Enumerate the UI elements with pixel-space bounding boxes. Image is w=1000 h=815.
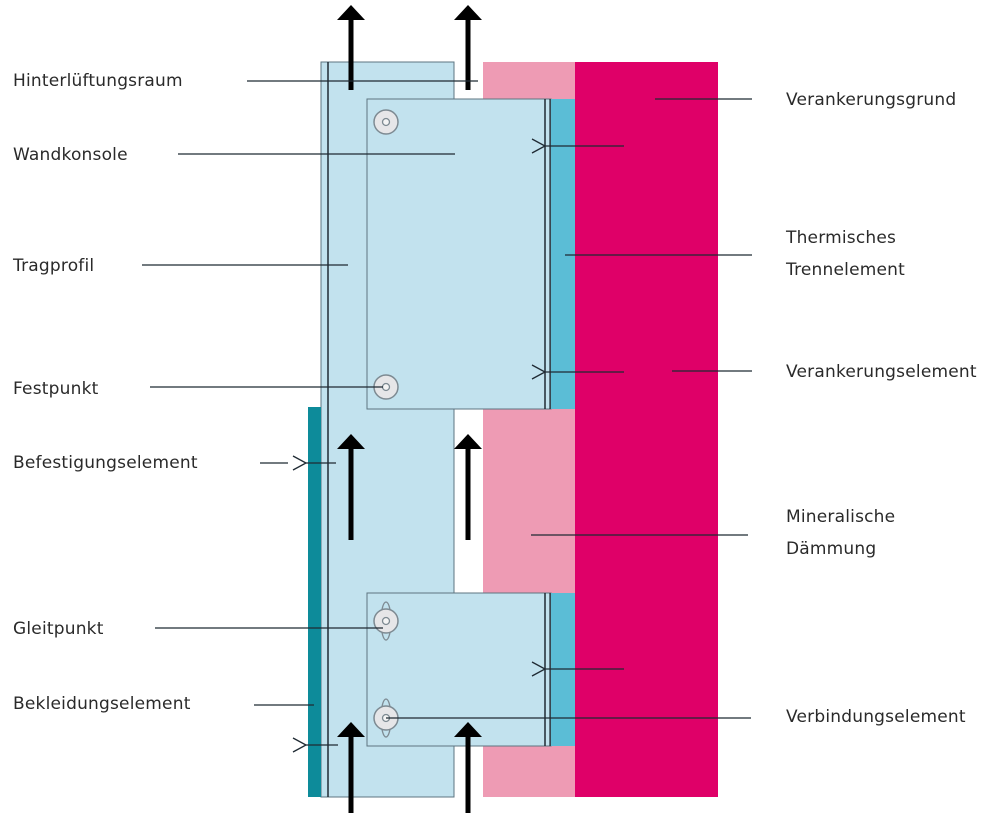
wandkonsole-upper [366,98,552,410]
airflow-arrows [337,5,482,813]
chevron-bekleidung-lower-icon [292,737,308,753]
label-festpunkt: Festpunkt [13,379,99,399]
arrow-head [337,434,365,449]
label-bekleidungselement: Bekleidungselement [13,694,191,714]
label-verankerungsgrund: Verankerungsgrund [786,90,957,110]
label-thermisches-line-1: Thermisches [786,228,897,248]
airflow-arrow-bottom-left-icon [337,722,365,813]
label-thermisches-line-2: Trennelement [786,260,906,280]
daemmung-bottom [483,746,575,797]
fixpoint-upper-icon [373,109,399,135]
label-tragprofil: Tragprofil [13,256,95,276]
daemmung-top [483,62,575,99]
label-thermisches-trennelement: Thermisches Trennelement [786,222,905,286]
verankerungsgrund-wall [575,62,718,797]
airflow-arrow-top-right-icon [454,5,482,90]
arrow-head [337,5,365,20]
label-verbindungselement: Verbindungselement [786,707,966,727]
gleitpunkt-icon [373,601,399,641]
label-mineralische-line-2: Dämmung [786,539,877,559]
label-mineralische-line-1: Mineralische [786,507,896,527]
daemmung-middle [483,409,575,593]
airflow-arrow-top-left-icon [337,5,365,90]
thermisches-trennelement-upper [551,99,575,409]
label-befestigungselement: Befestigungselement [13,453,198,473]
arrow-head [454,722,482,737]
bekleidungselement-panel [308,407,321,797]
leader-lines [142,80,752,753]
label-mineralische-daemmung: Mineralische Dämmung [786,501,895,565]
chevron-befestigungselement-icon [292,455,308,471]
label-gleitpunkt: Gleitpunkt [13,619,104,639]
arrow-head [454,434,482,449]
airflow-arrow-bottom-right-icon [454,722,482,813]
airflow-arrow-mid-left-icon [337,434,365,540]
label-wandkonsole: Wandkonsole [13,145,128,165]
airflow-arrow-mid-right-icon [454,434,482,540]
label-hinterlueftungsraum: Hinterlüftungsraum [13,71,183,91]
arrow-head [454,5,482,20]
label-verankerungselement: Verankerungselement [786,362,977,382]
arrow-head [337,722,365,737]
